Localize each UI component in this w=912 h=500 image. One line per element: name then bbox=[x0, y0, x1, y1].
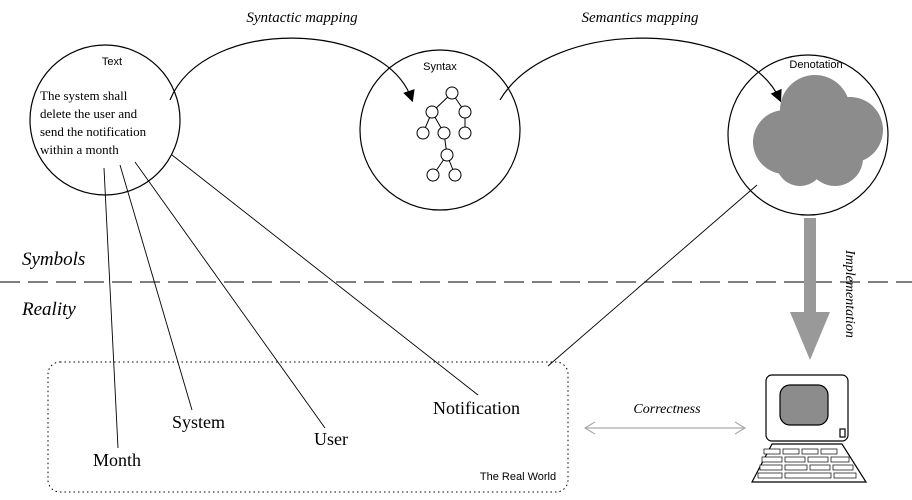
denotation-circle-title: Denotation bbox=[789, 59, 842, 71]
correctness-label: Correctness bbox=[633, 402, 701, 417]
entity-month: Month bbox=[93, 450, 141, 470]
text-circle-title: Text bbox=[102, 56, 122, 68]
reality-label: Reality bbox=[21, 299, 76, 320]
syntax-circle-title: Syntax bbox=[423, 61, 457, 73]
requirement-line: send the notification bbox=[40, 124, 147, 139]
real-world-box bbox=[47, 361, 569, 493]
requirement-line: delete the user and bbox=[40, 106, 138, 121]
syntax-tree-icon bbox=[416, 86, 472, 182]
correctness-arrow bbox=[583, 421, 747, 435]
entity-notification: Notification bbox=[433, 398, 520, 418]
computer-icon bbox=[751, 374, 868, 483]
entity-system: System bbox=[172, 412, 225, 432]
real-world-caption: The Real World bbox=[480, 471, 556, 483]
symbols-label: Symbols bbox=[22, 249, 85, 270]
requirement-line: within a month bbox=[40, 142, 119, 157]
denotation-circle bbox=[727, 54, 889, 216]
syntax-circle bbox=[359, 49, 521, 211]
semantics-mapping-label: Semantics mapping bbox=[581, 10, 699, 26]
requirement-line: The system shall bbox=[40, 88, 128, 103]
implementation-arrow bbox=[790, 218, 830, 360]
semantics-mapping-arrow bbox=[499, 37, 782, 103]
syntactic-mapping-label: Syntactic mapping bbox=[246, 10, 358, 26]
requirement-text: The system shall delete the user and sen… bbox=[40, 88, 147, 157]
implementation-label: Implementation bbox=[842, 249, 857, 338]
reference-lines bbox=[103, 154, 758, 449]
syntactic-mapping-arrow bbox=[169, 37, 415, 103]
denotation-cloud-icon bbox=[753, 75, 883, 186]
entity-user: User bbox=[314, 429, 348, 449]
